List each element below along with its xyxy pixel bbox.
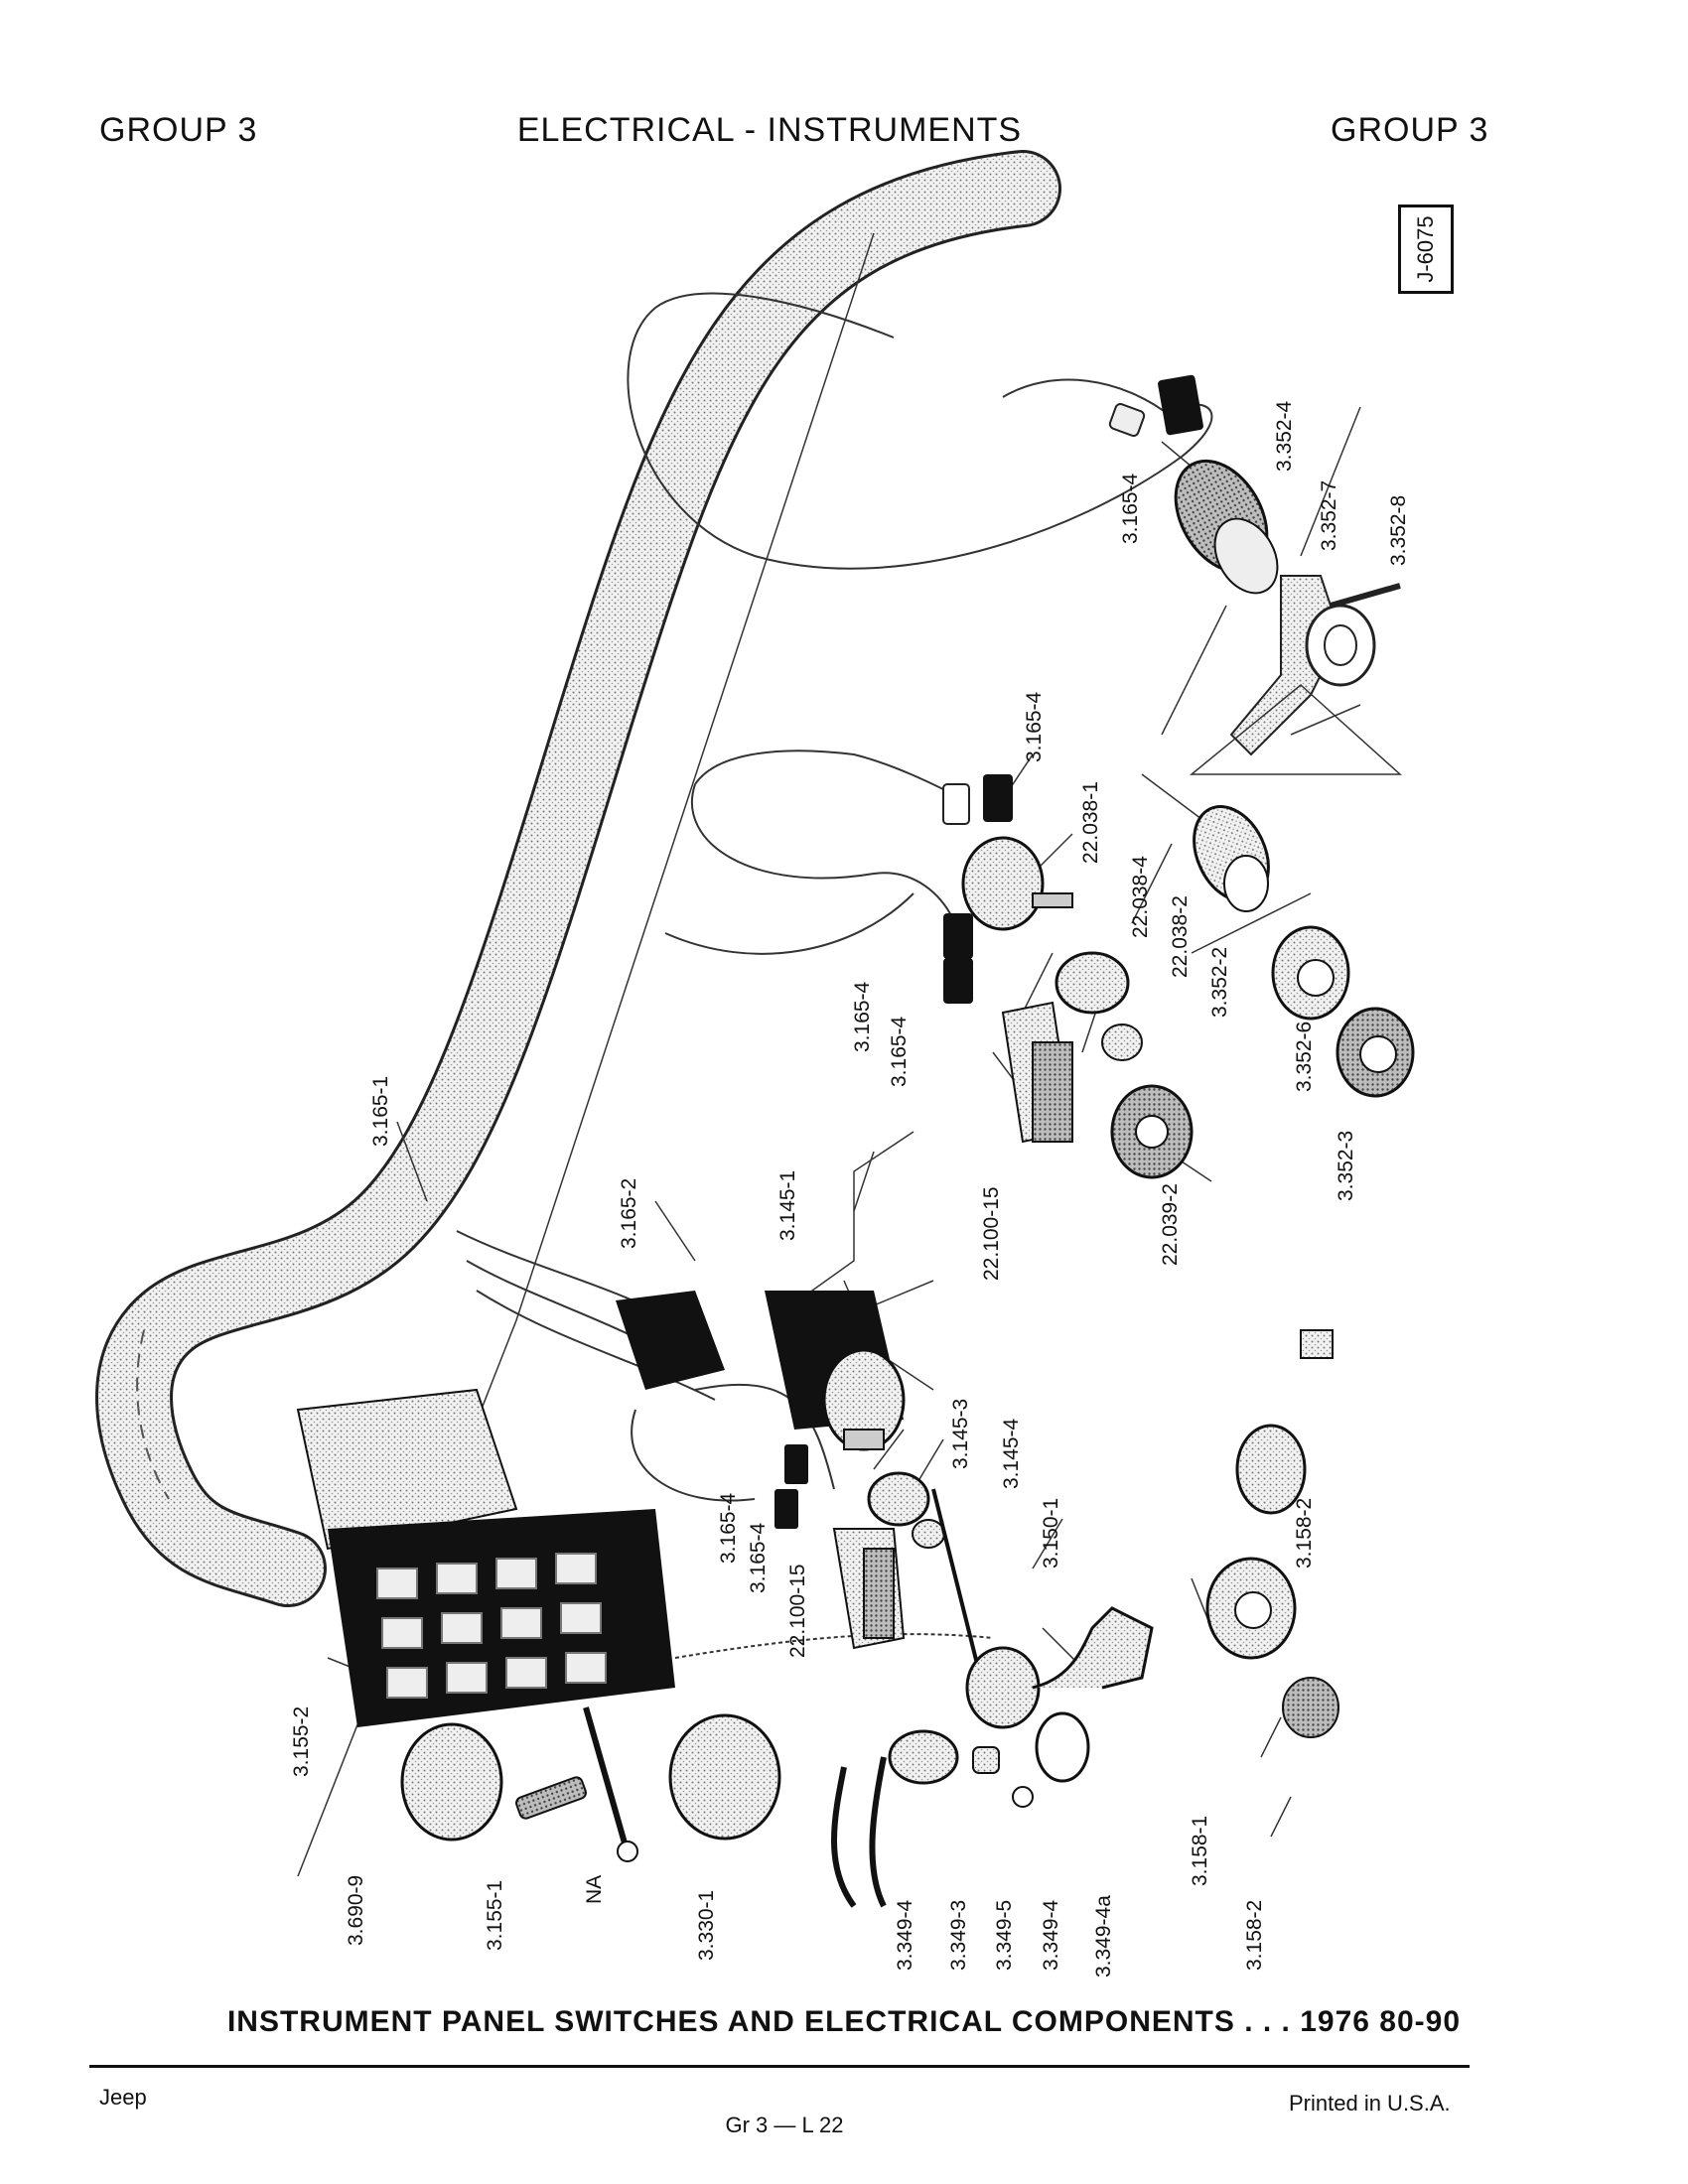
callout-label: 22.038-1 — [1079, 781, 1102, 864]
callout-label: 22.100-15 — [980, 1186, 1003, 1281]
figure-caption: INSTRUMENT PANEL SWITCHES AND ELECTRICAL… — [226, 2005, 1462, 2038]
callout-label: 3.145-3 — [949, 1399, 972, 1469]
callout-label: 3.150-1 — [1040, 1498, 1062, 1569]
callout-label: 3.349-4 — [894, 1899, 916, 1971]
callout-label: 3.158-2 — [1243, 1900, 1266, 1971]
callout-label: 3.349-3 — [947, 1900, 970, 1971]
fuse-panel — [296, 1388, 675, 1727]
callout-label: 3.330-1 — [695, 1890, 718, 1961]
callout-label: 22.038-4 — [1129, 856, 1152, 938]
callout-label: 3.165-4 — [747, 1522, 770, 1593]
callout-label: 3.349-4 — [1040, 1899, 1062, 1971]
callout-label: 3.165-4 — [1023, 691, 1046, 762]
callout-label: 3.165-1 — [369, 1076, 392, 1147]
callout-label: 22.038-2 — [1169, 895, 1192, 978]
callout-label: 3.165-4 — [717, 1492, 740, 1564]
callout-label: 3.145-4 — [1000, 1418, 1023, 1489]
header-group-right: GROUP 3 — [1331, 111, 1489, 149]
callout-label: 3.352-2 — [1208, 947, 1231, 1018]
callout-label: 3.352-6 — [1293, 1022, 1316, 1092]
callout-label: 3.158-2 — [1293, 1498, 1316, 1569]
callout-label: 3.145-1 — [776, 1170, 799, 1241]
switch-group — [782, 774, 1194, 1331]
callout-label: 3.165-4 — [888, 1016, 911, 1087]
callout-label: NA — [583, 1875, 606, 1904]
part-callouts: 3.165-4 3.352-4 3.352-7 3.352-8 3.165-4 … — [290, 400, 1410, 1978]
footer-brand: Jeep — [99, 2085, 147, 2110]
callout-label: 3.349-4a — [1092, 1895, 1115, 1978]
header-group-left: GROUP 3 — [99, 111, 258, 149]
main-wiring-harness — [95, 150, 1061, 1607]
illustration-code-box: J-6075 — [1398, 205, 1454, 294]
callout-label: 3.352-8 — [1387, 495, 1410, 566]
bottom-components — [400, 1329, 1339, 1908]
footer-page-ref: Gr 3 — L 22 — [725, 2113, 844, 2137]
callout-label: 3.352-3 — [1335, 1131, 1357, 1201]
callout-label: 3.155-2 — [290, 1706, 313, 1777]
callout-label: 3.165-2 — [618, 1178, 640, 1249]
callout-label: 3.690-9 — [345, 1875, 367, 1946]
callout-label: 3.352-4 — [1273, 400, 1296, 472]
callout-label: 3.352-7 — [1318, 480, 1340, 551]
callout-label: 22.039-2 — [1159, 1183, 1182, 1266]
page-title: ELECTRICAL - INSTRUMENTS — [516, 111, 1023, 149]
callout-label: 3.165-4 — [1119, 473, 1142, 544]
footer-printed: Printed in U.S.A. — [1289, 2091, 1451, 2116]
headlight-switch-group — [616, 1291, 945, 1650]
callout-label: 3.349-5 — [993, 1900, 1016, 1971]
footer-divider — [89, 2065, 1470, 2068]
callout-label: 3.158-1 — [1189, 1816, 1211, 1886]
callout-label: 22.100-15 — [786, 1564, 809, 1658]
callout-label: 3.165-4 — [851, 981, 874, 1052]
callout-label: 3.155-1 — [484, 1880, 506, 1951]
cigar-lighter-group — [1108, 374, 1415, 1098]
